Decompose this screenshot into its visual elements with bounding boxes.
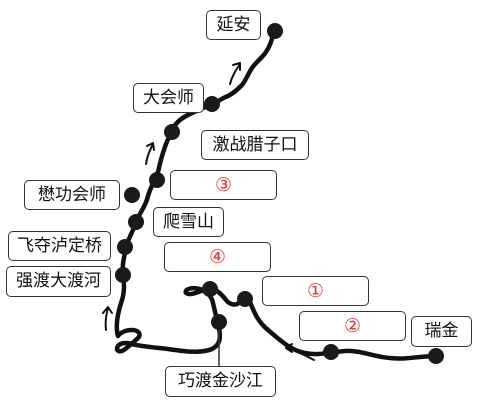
- stop-dot-jizhan: [164, 124, 180, 140]
- label-paxueshan: 爬雪山: [153, 207, 224, 237]
- arrow-icon: [102, 306, 113, 331]
- stop-dot-qiangdu: [115, 267, 131, 283]
- stop-dots: [115, 23, 444, 364]
- stop-dot-dahuishi: [204, 96, 220, 112]
- blank-box-2: ②: [299, 311, 406, 341]
- stop-dot-blank4: [202, 281, 218, 297]
- label-qiaodu: 巧渡金沙江: [165, 366, 276, 397]
- stop-dot-maogong: [124, 187, 140, 203]
- stop-dot-feiduo: [117, 239, 133, 255]
- arrow-icon: [145, 142, 155, 165]
- stop-dot-paxueshan: [128, 214, 144, 230]
- label-feiduo: 飞夺泸定桥: [8, 231, 111, 261]
- blank-box-3: ③: [170, 170, 277, 200]
- label-dahuishi: 大会师: [133, 83, 204, 113]
- label-maogong: 懋功会师: [24, 180, 120, 210]
- stop-dot-ruijin: [428, 348, 444, 364]
- label-jizhan: 激战腊子口: [201, 130, 309, 160]
- label-yanan: 延安: [206, 10, 261, 40]
- arrow-icon: [229, 62, 241, 85]
- direction-arrows: [102, 62, 315, 361]
- stop-dot-qiaodu: [211, 314, 227, 330]
- stop-dot-blank1: [237, 291, 253, 307]
- stop-dot-yanan: [267, 23, 283, 39]
- blank-box-1: ①: [262, 276, 369, 306]
- stop-dot-blank2: [323, 344, 339, 360]
- label-ruijin: 瑞金: [411, 316, 472, 347]
- stop-dot-blank3: [149, 172, 165, 188]
- label-qiangdu: 强渡大渡河: [6, 266, 111, 297]
- arrow-icon: [285, 343, 315, 361]
- blank-box-4: ④: [164, 242, 271, 272]
